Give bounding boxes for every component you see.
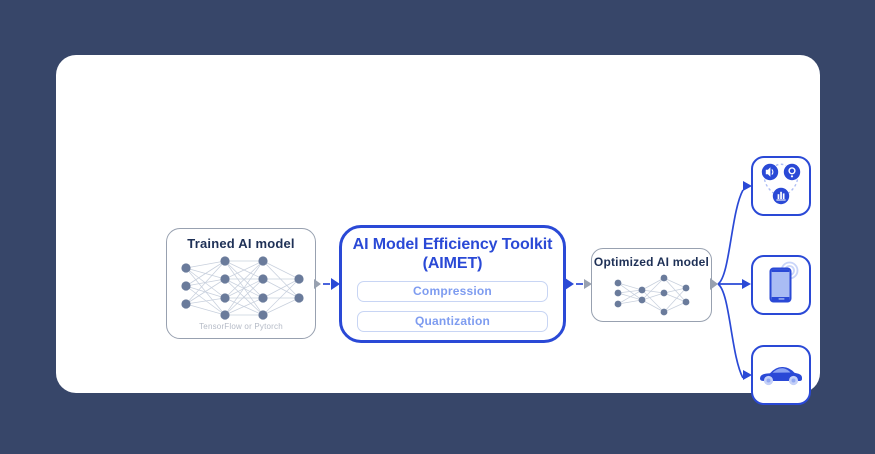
aimet-toolkit-box: AI Model Efficiency Toolkit (AIMET) Comp… [339, 225, 566, 343]
speaker-icon [761, 163, 779, 181]
camera-lens-icon [783, 163, 801, 181]
trained-model-title: Trained AI model [187, 236, 295, 251]
optimized-model-title: Optimized AI model [593, 255, 710, 269]
framework-caption: TensorFlow or Pytorch [199, 322, 283, 331]
car-icon [760, 366, 802, 386]
optimized-model-box: Optimized AI model [591, 248, 712, 322]
target-tile-smartphone [751, 255, 811, 315]
arrow-trained-to-aimet [314, 278, 340, 290]
diagram-card: Trained AI model TensorFlow or Pytorch A… [56, 55, 820, 405]
optimized-neural-network-graphic [614, 274, 690, 316]
quantization-pill: Quantization [357, 310, 548, 332]
target-tile-multimedia [751, 156, 811, 216]
arrow-aimet-to-optimized [565, 278, 592, 290]
smartphone-icon [769, 261, 799, 303]
equalizer-icon [772, 187, 790, 205]
multimedia-icon-group [761, 163, 801, 205]
dashed-links [763, 163, 799, 194]
trained-neural-network-graphic [181, 256, 304, 320]
target-tile-automotive [751, 345, 811, 405]
aimet-title: AI Model Efficiency Toolkit (AIMET) [342, 236, 563, 274]
compression-pill: Compression [357, 280, 548, 302]
aimet-title-line2: (AIMET) [422, 254, 483, 272]
branch-arrows-to-targets [710, 181, 752, 380]
aimet-title-line1: AI Model Efficiency Toolkit [352, 236, 553, 253]
trained-model-box: Trained AI model TensorFlow or Pytorch [166, 228, 316, 339]
